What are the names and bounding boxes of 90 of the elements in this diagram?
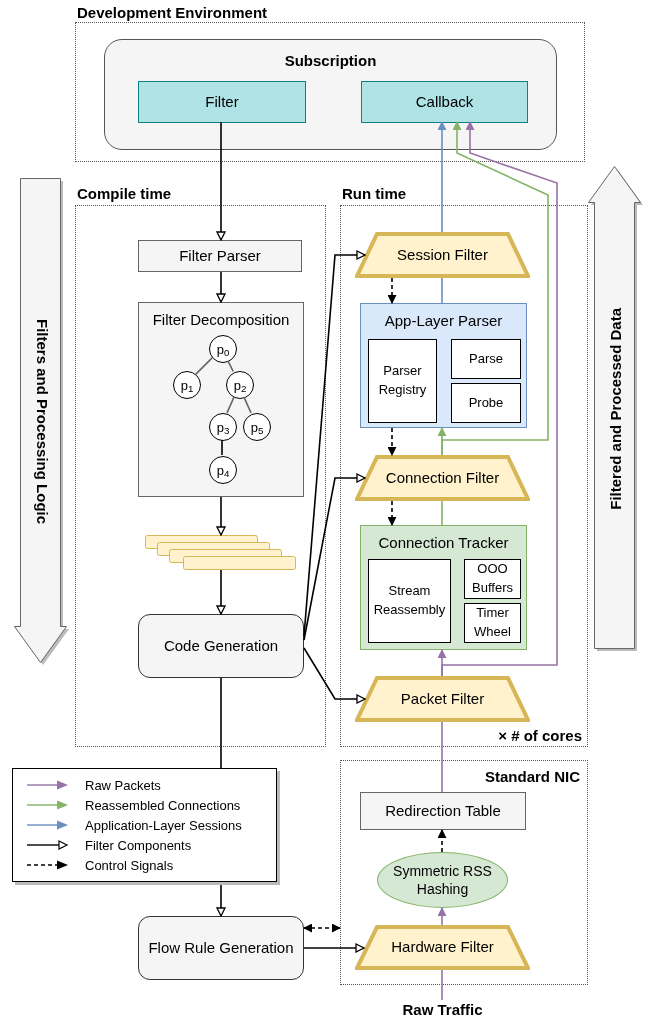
connector-line	[227, 359, 234, 373]
node-label: Stream Reassembly	[372, 582, 447, 619]
node-label: Redirection Table	[385, 800, 501, 821]
process-box	[360, 792, 526, 830]
tree-node-label: p$_{1}$	[180, 378, 194, 392]
connector-line	[441, 277, 443, 304]
arrow	[437, 829, 447, 853]
group-heading: Standard NIC	[485, 767, 580, 787]
arrow	[437, 907, 447, 926]
filter-trapezoid	[355, 925, 530, 970]
arrow	[216, 271, 226, 303]
node-label: Session Filter	[397, 244, 488, 265]
sub-box	[368, 339, 437, 423]
node-label: Filter	[205, 91, 239, 112]
tree-node-label: p$_{0}$	[216, 342, 230, 356]
rounded-panel	[104, 39, 557, 150]
legend-text: Application-Layer Sessions	[85, 816, 242, 834]
vertical-label: Filters and Processing Logic	[33, 319, 53, 525]
stacked-bars-drawing	[145, 535, 296, 570]
input-label: Raw Traffic	[402, 999, 483, 1020]
arrow	[216, 496, 226, 536]
node-title: Subscription	[283, 51, 378, 71]
tree-node-label: p$_{3}$	[216, 420, 230, 434]
node-label: Hardware Filter	[391, 937, 494, 958]
connector-line	[221, 439, 223, 456]
tree-node-label: p$_{2}$	[233, 378, 247, 392]
filter-trapezoid	[355, 455, 530, 501]
sub-box	[464, 559, 521, 599]
tree-node-label: p$_{4}$	[216, 463, 230, 477]
node-label: Filter Parser	[179, 245, 261, 266]
rounded-box	[138, 614, 304, 678]
arrow	[303, 473, 366, 641]
sub-box	[451, 383, 521, 423]
node-label: Probe	[467, 393, 505, 412]
block-arrow	[588, 166, 644, 652]
node-title: Filter Decomposition	[151, 310, 291, 330]
node-title: App-Layer Parser	[383, 311, 504, 331]
arrow	[303, 250, 366, 637]
connector-line	[226, 396, 235, 414]
node-label: Code Generation	[163, 635, 279, 656]
arrow	[303, 943, 365, 953]
group-heading: Development Environment	[77, 3, 268, 23]
node-label: Symmetric RSS Hashing	[392, 861, 493, 899]
arrow	[441, 121, 549, 456]
process-box	[138, 302, 304, 497]
node-label: Packet Filter	[400, 688, 485, 709]
group-heading: Run time	[342, 184, 407, 204]
node-label: Parse	[468, 349, 504, 368]
rounded-box	[138, 916, 304, 980]
component-box	[138, 81, 306, 123]
tree-node-label: p$_{5}$	[250, 420, 264, 434]
core-count-note: × # of cores	[498, 725, 582, 746]
block-arrow	[14, 178, 70, 666]
node-label: Callback	[415, 91, 474, 112]
arrow	[303, 923, 341, 933]
sub-box	[368, 559, 451, 643]
arrow	[387, 500, 397, 526]
arrow	[303, 647, 366, 704]
connector-line	[243, 396, 252, 414]
component-box	[361, 81, 528, 123]
node-label: Timer Wheel	[473, 604, 512, 641]
arrow	[216, 569, 226, 615]
arrow	[437, 121, 447, 233]
module-panel	[360, 525, 527, 650]
legend-text: Reassembled Connections	[85, 796, 241, 814]
arrow	[387, 277, 397, 304]
node-label: Parser Registry	[377, 362, 428, 399]
connector-line	[441, 969, 443, 1001]
module-panel	[360, 303, 527, 428]
sub-box	[451, 339, 521, 379]
process-box	[138, 240, 302, 272]
node-label: OOO Buffers	[471, 560, 514, 597]
filter-trapezoid	[355, 232, 530, 278]
connector-line	[441, 721, 443, 793]
group-heading: Compile time	[77, 184, 172, 204]
arrow	[387, 427, 397, 456]
legend-text: Filter Components	[85, 836, 192, 854]
connector-line	[195, 357, 213, 375]
dotted-group	[340, 760, 588, 985]
arrow	[441, 121, 558, 677]
sub-box	[464, 603, 521, 643]
filter-trapezoid	[355, 676, 530, 722]
legend-text: Raw Packets	[85, 776, 161, 794]
node-title: Connection Tracker	[377, 533, 510, 553]
legend-text: Control Signals	[85, 856, 174, 874]
node-label: Flow Rule Generation	[148, 937, 294, 958]
vertical-label: Filtered and Processed Data	[605, 308, 625, 510]
arrow	[216, 121, 226, 241]
connector-line	[441, 500, 443, 526]
node-label: Connection Filter	[385, 467, 500, 488]
